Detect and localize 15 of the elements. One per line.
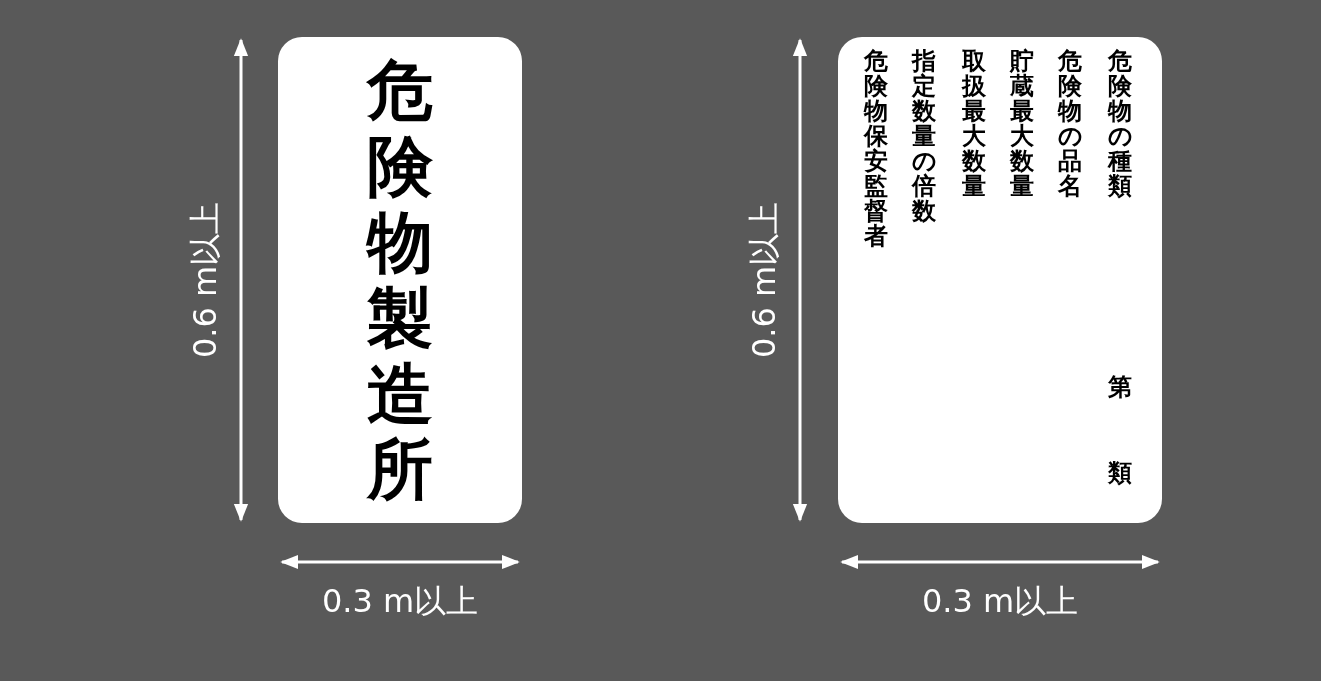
- dimension-label: 0.6 m以上: [748, 201, 781, 359]
- sign-text: 危険物の品名: [1058, 49, 1082, 199]
- sign-text: 第: [1108, 375, 1132, 400]
- sign-board: [838, 37, 1162, 523]
- sign-text: 危険物の種類: [1108, 49, 1132, 199]
- sign-text: 危険物保安監督者: [864, 49, 888, 249]
- dimension-label: 0.3 m以上: [922, 585, 1079, 617]
- sign-text: 類: [1108, 461, 1132, 486]
- sign-text: 貯蔵最大数量: [1010, 49, 1034, 199]
- dimension-label: 0.3 m以上: [322, 585, 479, 617]
- sign-text: 指定数量の倍数: [912, 49, 936, 224]
- sign-text: 危険物製造所: [367, 53, 433, 509]
- sign-board: [278, 37, 522, 523]
- sign-text: 取扱最大数量: [962, 49, 986, 199]
- dimension-label: 0.6 m以上: [189, 201, 222, 359]
